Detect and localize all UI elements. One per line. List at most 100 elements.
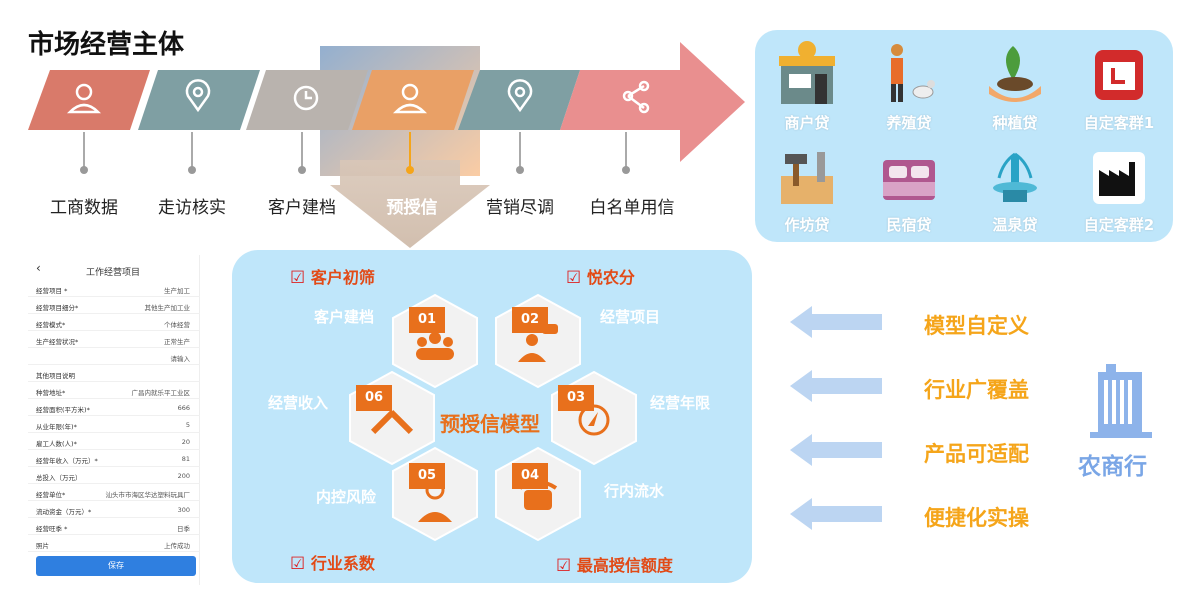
- hex-badge-06: 06: [356, 385, 392, 411]
- form-row[interactable]: 雇工人数(人)*20: [28, 434, 200, 450]
- product-label: 自定客群1: [1083, 114, 1155, 132]
- form-row-value[interactable]: 生产加工: [164, 287, 190, 295]
- feature-4: 便捷化实操: [924, 506, 1029, 530]
- form-row-value[interactable]: 请输入: [170, 355, 191, 363]
- form-title: 工作经营项目: [86, 268, 141, 278]
- hex-badge-03: 03: [558, 385, 594, 411]
- form-row-key: 流动资金（万元）*: [36, 508, 92, 516]
- form-row[interactable]: 照片 上传成功: [28, 536, 200, 552]
- form-row[interactable]: 经营年收入（万元）*81: [28, 451, 200, 467]
- form-row-value[interactable]: 20: [181, 438, 190, 446]
- form-row-key: 照片: [36, 542, 49, 550]
- location-pin-icon: [185, 79, 211, 113]
- form-row-value[interactable]: 日季: [177, 525, 190, 533]
- flow-step-5-shape: [458, 70, 580, 130]
- flow-step-label-5: 营销尽调: [486, 198, 554, 218]
- person-icon: [392, 83, 428, 114]
- feature-arrows: [790, 306, 882, 530]
- form-row-value[interactable]: 广昌内就乐平工业区: [131, 389, 191, 397]
- product-item-2[interactable]: 养殖贷: [859, 40, 959, 133]
- check-item-4: ☑ 最高授信额度: [556, 556, 673, 576]
- product-item-5[interactable]: 作坊贷: [757, 146, 857, 235]
- mobile-form: ‹ 工作经营项目 经营项目 *生产加工经营项目细分*其他生产加工业经营模式* 个体…: [28, 255, 200, 585]
- form-row-value[interactable]: 正常生产: [164, 338, 190, 346]
- product-label: 养殖贷: [886, 114, 932, 132]
- form-row-key: 种营地址*: [36, 389, 66, 397]
- form-row-value[interactable]: 300: [177, 506, 190, 514]
- check-item-3: ☑ 行业系数: [290, 554, 375, 574]
- form-row[interactable]: 其他项目说明: [28, 366, 200, 382]
- hex-badge-04: 04: [512, 463, 548, 489]
- flow-step-3-shape: [246, 70, 368, 130]
- form-row-value[interactable]: 上传成功: [164, 542, 190, 550]
- workshop-tools-icon: [781, 152, 833, 204]
- product-item-6[interactable]: 民宿贷: [859, 146, 959, 235]
- product-panel: 商户贷 养殖贷 种植贷 自定客群1: [755, 30, 1173, 242]
- form-row-value[interactable]: 5: [185, 421, 190, 429]
- form-row-key: 经营单位*: [36, 491, 66, 499]
- feature-1: 模型自定义: [924, 314, 1029, 338]
- checkbox-checked-icon: ☑: [290, 554, 306, 574]
- model-center-title: 预授信模型: [440, 412, 540, 436]
- hex-badge-01: 01: [409, 307, 445, 333]
- factory-icon: [1093, 152, 1145, 204]
- shop-badge-icon: [1095, 50, 1143, 100]
- back-arrow-icon[interactable]: ‹: [36, 261, 41, 275]
- form-row-value[interactable]: 汕头市市海区华达塑料玩具厂: [105, 491, 191, 499]
- form-row-key: 经营旺季 *: [36, 525, 68, 533]
- product-item-1[interactable]: 商户贷: [757, 40, 857, 133]
- credit-model-panel: 01 02 06 03 05 04 客户建档 经营项目 经营收入 经营年限 内控…: [232, 250, 752, 583]
- product-item-8[interactable]: 自定客群2: [1069, 146, 1169, 235]
- flow-step-label-1: 工商数据: [50, 198, 118, 218]
- wrench-screwdriver-icon: [370, 409, 414, 435]
- hex-label-03: 经营年限: [650, 394, 711, 412]
- form-row-key: 其他项目说明: [36, 372, 75, 380]
- arrow-left-icon: [790, 498, 882, 530]
- form-row-value[interactable]: 其他生产加工业: [144, 304, 191, 312]
- form-row[interactable]: 经营项目 *生产加工: [28, 281, 200, 297]
- form-row[interactable]: 总投入（万元） 200: [28, 468, 200, 484]
- form-row[interactable]: 经营旺季 * 日季: [28, 519, 200, 535]
- checkbox-checked-icon: ☑: [290, 268, 306, 288]
- form-row[interactable]: 从业年限(年)* 5: [28, 417, 200, 433]
- form-row[interactable]: 经营项目细分*其他生产加工业: [28, 298, 200, 314]
- flow-step-4-shape: [352, 70, 474, 130]
- form-row[interactable]: 请输入: [28, 349, 200, 365]
- hex-label-04: 行内流水: [604, 482, 665, 500]
- hex-label-06: 经营收入: [268, 394, 329, 412]
- checkbox-checked-icon: ☑: [556, 556, 572, 576]
- form-row[interactable]: 经营面积(平方米)*666: [28, 400, 200, 416]
- hex-label-01: 客户建档: [314, 308, 375, 326]
- location-pin-icon: [507, 79, 533, 113]
- checkbox-checked-icon: ☑: [566, 268, 582, 288]
- form-row-value[interactable]: 81: [181, 455, 190, 463]
- form-row-value[interactable]: 666: [177, 404, 190, 412]
- form-row[interactable]: 经营模式* 个体经营: [28, 315, 200, 331]
- storefront-icon: [779, 41, 835, 104]
- form-row[interactable]: 经营单位* 汕头市市海区华达塑料玩具厂: [28, 485, 200, 501]
- arrow-left-icon: [790, 370, 882, 402]
- flow-arrow: [560, 42, 745, 162]
- plant-hands-icon: [989, 46, 1041, 102]
- share-icon: [622, 80, 650, 114]
- fountain-icon: [993, 152, 1037, 202]
- product-item-7[interactable]: 温泉贷: [965, 146, 1065, 235]
- form-row-value[interactable]: 个体经营: [164, 321, 190, 329]
- form-row-key: 生产经营状况*: [36, 338, 79, 346]
- form-row[interactable]: 种营地址* 广昌内就乐平工业区: [28, 383, 200, 399]
- form-row-value[interactable]: 200: [177, 472, 190, 480]
- form-row-key: 从业年限(年)*: [36, 423, 77, 431]
- flow-step-label-2: 走访核实: [158, 198, 226, 218]
- form-row[interactable]: 流动资金（万元）* 300: [28, 502, 200, 518]
- flow-step-label-4: 预授信: [386, 198, 438, 218]
- save-button[interactable]: 保存: [36, 556, 196, 576]
- form-row-key: 总投入（万元）: [36, 474, 82, 482]
- form-row[interactable]: 生产经营状况* 正常生产: [28, 332, 200, 348]
- people-group-icon: [416, 332, 454, 360]
- person-chat-icon: [518, 324, 558, 362]
- product-item-3[interactable]: 种植贷: [965, 40, 1065, 133]
- product-item-4[interactable]: 自定客群1: [1069, 40, 1169, 133]
- form-row-key: 经营模式*: [36, 321, 66, 329]
- person-icon: [66, 83, 102, 114]
- hex-badge-02: 02: [512, 307, 548, 333]
